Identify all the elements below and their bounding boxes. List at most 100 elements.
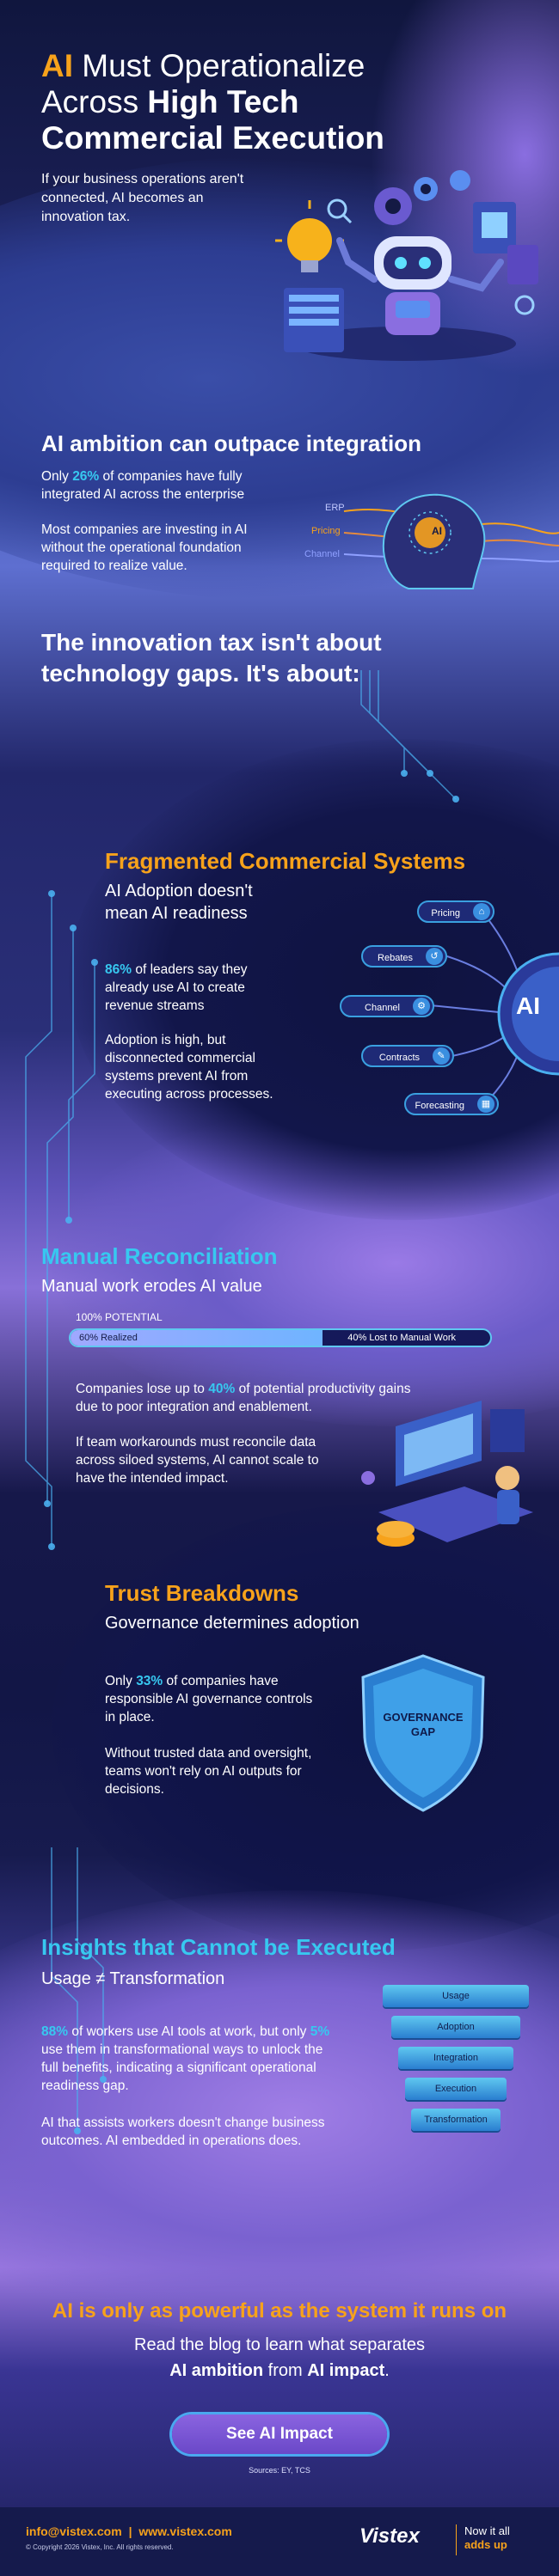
funnel-transformation: Transformation (411, 2109, 501, 2131)
fragmented-stat-suffix: of leaders say they already use AI to cr… (105, 962, 248, 1013)
node-contracts-label: Contracts (378, 1053, 420, 1063)
ambition-label-pricing: Pricing (311, 526, 341, 536)
node-rebates-label: Rebates (378, 953, 413, 963)
tag-icon: ⌂ (473, 903, 490, 920)
manual-stat-suffix: of potential productivity gains due to p… (76, 1382, 411, 1414)
insights-stat1-value: 88% (41, 2024, 69, 2039)
footer: info@vistex.com | www.vistex.com © Copyr… (0, 2507, 559, 2576)
progress-track: 60% Realized 40% Lost to Manual Work (69, 1328, 492, 1347)
cta-line1: Read the blog to learn what separates (134, 2335, 425, 2354)
cta-end: . (384, 2361, 390, 2380)
insights-para: AI that assists workers doesn't change b… (41, 2115, 325, 2148)
cta-headline: AI is only as powerful as the system it … (52, 2299, 507, 2323)
ai-hub-diagram (429, 910, 559, 1108)
insights-subtitle: Usage ≠ Transformation (41, 1969, 225, 1988)
ambition-label-channel: Channel (304, 549, 340, 559)
shield-icon (361, 1654, 485, 1812)
hero-title-bold1: High Tech (147, 84, 299, 119)
node-pricing: Pricing ⌂ (417, 900, 494, 923)
fragmented-subtitle: AI Adoption doesn't mean AI readiness (105, 882, 253, 923)
ai-hub-label: AI (516, 992, 540, 1019)
footer-site[interactable]: www.vistex.com (138, 2524, 232, 2538)
footer-sep: | (128, 2524, 132, 2538)
footer-copyright: © Copyright 2026 Vistex, Inc. All rights… (26, 2543, 174, 2551)
funnel-diagram: Usage Adoption Integration Execution Tra… (370, 1985, 542, 2157)
node-channel-label: Channel (365, 1003, 400, 1013)
chart-icon: ▦ (477, 1096, 494, 1113)
fragmented-stat-value: 86% (105, 962, 132, 977)
robot-illustration (275, 170, 538, 361)
sources-note: Sources: EY, TCS (249, 2466, 310, 2475)
tax-title: The innovation tax isn't about technolog… (41, 627, 523, 689)
trust-stat-prefix: Only (105, 1674, 137, 1688)
trust-stat: Only 33% of companies have responsible A… (105, 1672, 320, 1726)
hero-title-part2: Across (41, 84, 148, 119)
node-forecasting-label: Forecasting (415, 1101, 464, 1111)
node-channel: Channel ⚙ (340, 995, 434, 1017)
logo-divider (456, 2524, 457, 2555)
funnel-integration: Integration (398, 2047, 513, 2069)
tax-title-line1: The innovation tax isn't about (41, 629, 382, 656)
cta-bold2: AI impact (307, 2361, 385, 2380)
funnel-usage: Usage (383, 1985, 529, 2007)
node-forecasting: Forecasting ▦ (404, 1093, 499, 1115)
ambition-label-erp: ERP (325, 503, 345, 513)
footer-email[interactable]: info@vistex.com (26, 2524, 122, 2538)
ambition-para: Most companies are investing in AI witho… (41, 522, 248, 573)
fragmented-stat: 86% of leaders say they already use AI t… (105, 961, 277, 1015)
insights-title: Insights that Cannot be Executed (41, 1934, 396, 1960)
ambition-stat: Only 26% of companies have fully integra… (41, 467, 282, 504)
funnel-adoption: Adoption (391, 2016, 520, 2038)
insights-stat2-value: 5% (310, 2024, 330, 2039)
see-ai-impact-button[interactable]: See AI Impact (172, 2414, 387, 2454)
insights-stat1-mid: of workers use AI tools at work, but onl… (68, 2024, 310, 2039)
hero-title-part1: Must Operationalize (73, 48, 366, 83)
progress-realized (71, 1330, 322, 1346)
ambition-stat-value: 26% (72, 469, 100, 484)
insights-stat2-suffix: use them in transformational ways to unl… (41, 2042, 323, 2093)
insights-stat: 88% of workers use AI tools at work, but… (41, 2023, 342, 2095)
cta-line2: AI ambition from AI impact. (0, 2361, 559, 2381)
trust-stat-suffix: of companies have responsible AI governa… (105, 1674, 313, 1724)
manual-stat: Companies lose up to 40% of potential pr… (76, 1380, 420, 1416)
cta-bold1: AI ambition (169, 2361, 264, 2380)
tagline-line1: Now it all (464, 2524, 510, 2537)
ai-head-illustration (343, 493, 559, 589)
hero-title-ai: AI (41, 48, 73, 83)
fragmented-title: Fragmented Commercial Systems (105, 848, 466, 874)
lost-label: 40% Lost to Manual Work (347, 1333, 456, 1343)
manual-subtitle: Manual work erodes AI value (41, 1277, 262, 1296)
trust-para: Without trusted data and oversight, team… (105, 1746, 312, 1797)
manual-stat-prefix: Companies lose up to (76, 1382, 209, 1396)
manual-title: Manual Reconciliation (41, 1243, 278, 1269)
fragmented-para: Adoption is high, but disconnected comme… (105, 1033, 273, 1102)
contract-icon: ✎ (433, 1047, 450, 1065)
tagline-line2: adds up (464, 2538, 507, 2551)
tax-title-line2: technology gaps. It's about: (41, 660, 360, 687)
shield-label: GOVERNANCE GAP (354, 1710, 492, 1739)
hero-intro: If your business operations aren't conne… (41, 172, 244, 224)
ambition-stat-suffix: of companies have fully integrated AI ac… (41, 469, 245, 502)
funnel-execution: Execution (405, 2078, 507, 2100)
trust-stat-value: 33% (136, 1674, 163, 1688)
node-rebates: Rebates ↺ (361, 945, 447, 968)
vistex-logo: Vistex (359, 2524, 420, 2548)
ambition-title: AI ambition can outpace integration (41, 430, 422, 456)
realized-label: 60% Realized (79, 1333, 138, 1343)
trust-subtitle: Governance determines adoption (105, 1614, 359, 1633)
trust-title: Trust Breakdowns (105, 1580, 299, 1606)
hero-title: AI Must Operationalize Across High Tech … (41, 48, 523, 156)
node-pricing-label: Pricing (431, 908, 460, 919)
rebate-icon: ↺ (426, 948, 443, 965)
ambition-ai-badge: AI (432, 525, 442, 537)
ambition-stat-prefix: Only (41, 469, 73, 484)
footer-tagline: Now it all adds up (464, 2524, 510, 2552)
see-ai-impact-label: See AI Impact (226, 2425, 333, 2443)
hero-title-bold2: Commercial Execution (41, 120, 384, 156)
cta-mid: from (263, 2361, 308, 2380)
workstation-illustration (361, 1401, 533, 1547)
manual-stat-value: 40% (208, 1382, 236, 1396)
channel-icon: ⚙ (413, 998, 430, 1015)
